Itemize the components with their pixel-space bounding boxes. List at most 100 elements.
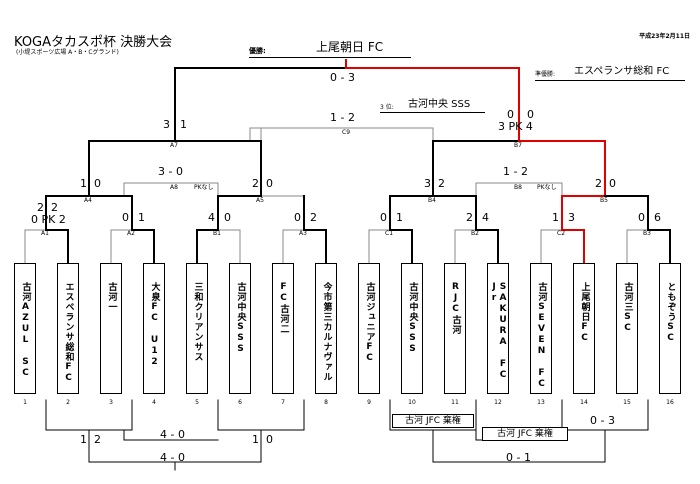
team-number: 3 (109, 399, 113, 406)
consolation-right-bottom-score: 0 - 1 (506, 451, 531, 464)
team-number: 14 (580, 399, 588, 406)
match-code-b1: B1 (213, 230, 221, 237)
score-a4-left: 1 (80, 177, 87, 190)
score-a5-right: 0 (266, 177, 273, 190)
team-box: 大泉FC U12 (143, 263, 165, 394)
score-c2-right: 3 (568, 211, 575, 224)
team-number: 11 (451, 399, 459, 406)
score-b2-right: 4 (482, 211, 489, 224)
team-box: 古河中央SSS (401, 263, 423, 394)
forfeit-note-2: 古河 JFC 棄権 (482, 427, 568, 441)
match-code-b5: B5 (600, 197, 608, 204)
third-place-score: 1 - 2 (330, 111, 355, 124)
champion-name: 上尾朝日 FC (316, 40, 384, 54)
third-name: 古河中央 SSS (408, 99, 471, 110)
score-b4-right: 2 (438, 177, 445, 190)
score-c1-left: 0 (380, 211, 387, 224)
team-box: 古河SEVEN FC (530, 263, 552, 394)
pk-a1: 0 PK 2 (31, 213, 66, 226)
third-label: 3 位: (380, 104, 394, 111)
match-code-a1: A1 (41, 230, 49, 237)
match-code-c9: C9 (342, 129, 351, 136)
team-box: 古河中央SSS (229, 263, 251, 394)
team-box: 上尾朝日FC (573, 263, 595, 394)
champion-underline (249, 57, 411, 58)
match-code-b7: B7 (514, 142, 522, 149)
match-code-a4: A4 (84, 197, 92, 204)
team-number: 13 (537, 399, 545, 406)
b8-note: PKなし (537, 184, 557, 191)
score-a7-left: 3 (163, 118, 170, 131)
consolation-left-score-4: 0 (266, 433, 273, 446)
pk-b7: 3 PK 4 (498, 120, 533, 133)
match-code-b4: B4 (428, 197, 436, 204)
team-number: 8 (324, 399, 328, 406)
team-box: エスペランサ総和FC (57, 263, 79, 394)
score-b3-left: 0 (638, 211, 645, 224)
runner-up-underline (535, 80, 685, 81)
team-number: 1 (23, 399, 27, 406)
team-number: 6 (238, 399, 242, 406)
consolation-left-score-3: 1 (252, 433, 259, 446)
match-code-a8: A8 (170, 184, 178, 191)
match-code-b2: B2 (471, 230, 479, 237)
team-number: 2 (66, 399, 70, 406)
team-box: ともぞうSC (659, 263, 681, 394)
event-date: 平成23年2月11日 (639, 33, 690, 40)
team-box: RJC古河 (444, 263, 466, 394)
match-code-a2: A2 (127, 230, 135, 237)
score-c2-left: 1 (552, 211, 559, 224)
score-a5-left: 2 (252, 177, 259, 190)
venue-note: (小堤スポーツ広場 A・B・Cグランド) (16, 49, 119, 56)
score-a3-left: 0 (294, 211, 301, 224)
score-b1-right: 0 (224, 211, 231, 224)
consolation-left-score-1: 1 (80, 433, 87, 446)
team-box: 古河ジュニアFC (358, 263, 380, 394)
team-number: 16 (666, 399, 674, 406)
consolation-left-mid-score: 4 - 0 (160, 428, 185, 441)
consolation-left-bottom-score: 4 - 0 (160, 451, 185, 464)
consolation-right-mid-score: 0 - 3 (590, 414, 615, 427)
team-box: 古河一 (100, 263, 122, 394)
score-a4-right: 0 (94, 177, 101, 190)
score-b8: 1 - 2 (503, 165, 528, 178)
team-box: 古河AZUL SC (14, 263, 36, 394)
score-b7-left: 0 (507, 108, 514, 121)
match-code-a7: A7 (170, 142, 178, 149)
team-number: 15 (623, 399, 631, 406)
match-code-a3: A3 (299, 230, 307, 237)
team-number: 12 (494, 399, 502, 406)
score-c1-right: 1 (396, 211, 403, 224)
score-a1-right: 2 (51, 201, 58, 214)
score-b5-right: 0 (609, 177, 616, 190)
score-a2-left: 0 (122, 211, 129, 224)
third-underline (380, 112, 485, 113)
match-code-b3: B3 (643, 230, 651, 237)
score-a3-right: 2 (310, 211, 317, 224)
team-number: 10 (408, 399, 416, 406)
team-number: 9 (367, 399, 371, 406)
match-code-c1: C1 (385, 230, 394, 237)
score-b1-left: 4 (208, 211, 215, 224)
page-title: KOGAタカスポ杯 決勝大会 (14, 35, 173, 50)
champion-label: 優勝: (249, 47, 266, 55)
team-box: 古河三SC (616, 263, 638, 394)
a8-note: PKなし (194, 184, 214, 191)
team-number: 4 (152, 399, 156, 406)
team-box: SAKURA FC Jr (487, 263, 509, 394)
match-code-b8: B8 (514, 184, 522, 191)
score-a1-left: 2 (37, 201, 44, 214)
score-a8: 3 - 0 (158, 165, 183, 178)
team-box: FC古河二 (272, 263, 294, 394)
runner-up-name: エスペランサ総和 FC (574, 66, 670, 77)
match-code-a5: A5 (256, 197, 264, 204)
score-b4-left: 3 (424, 177, 431, 190)
score-b3-right: 6 (654, 211, 661, 224)
team-box: 三和クリアンサス (186, 263, 208, 394)
score-b5-left: 2 (595, 177, 602, 190)
score-b2-left: 2 (466, 211, 473, 224)
team-number: 7 (281, 399, 285, 406)
score-a7-right: 1 (180, 118, 187, 131)
consolation-left-score-2: 2 (94, 433, 101, 446)
